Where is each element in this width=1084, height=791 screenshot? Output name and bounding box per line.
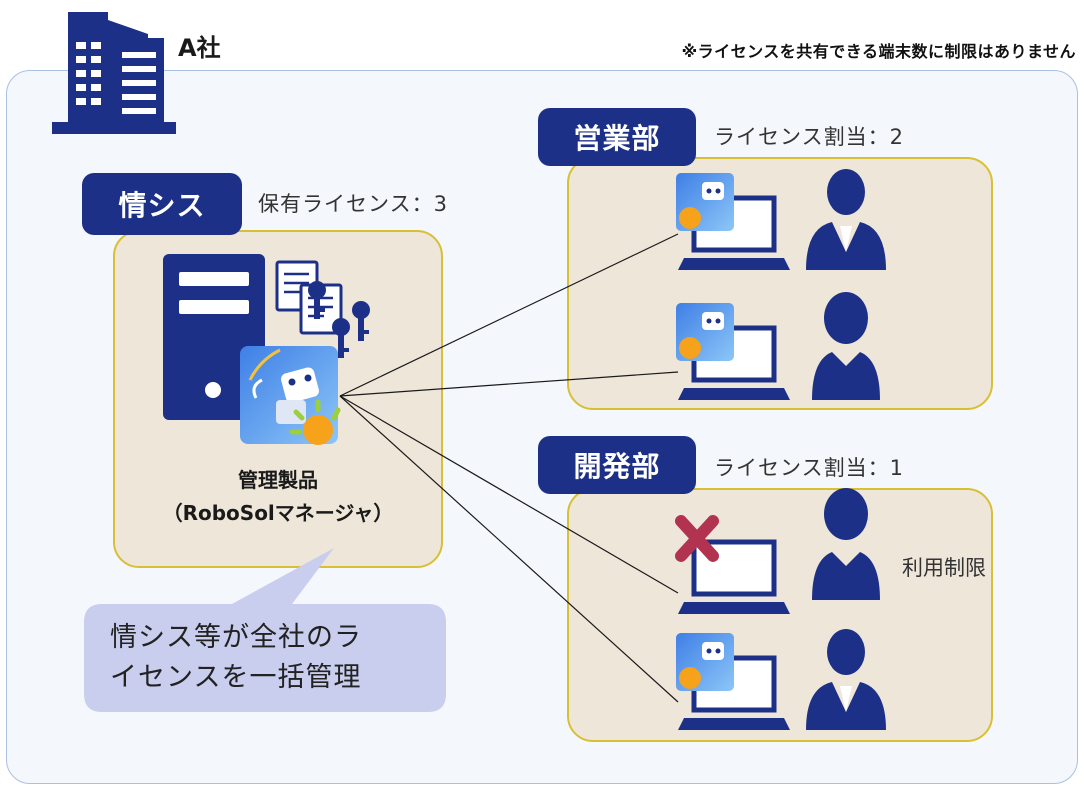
sales-dept-badge: 営業部 (538, 108, 696, 166)
it-license-count: 保有ライセンス：3 (258, 192, 448, 216)
callout-line2: イセンスを一括管理 (110, 662, 362, 693)
restricted-label: 利用制限 (902, 556, 986, 580)
product-name-line2: （RoboSolマネージャ） (162, 501, 394, 525)
dev-license-count: ライセンス割当：1 (714, 456, 904, 480)
it-dept-badge: 情シス (82, 173, 242, 235)
sales-license-count: ライセンス割当：2 (714, 125, 904, 149)
dev-dept-box (567, 488, 993, 742)
product-name-line1: 管理製品 (238, 468, 318, 492)
businesswoman-icon (812, 292, 880, 400)
businessman-icon (806, 629, 886, 730)
businessman-icon (806, 169, 886, 270)
callout-line1: 情シス等が全社のラ (110, 622, 362, 653)
dev-dept-badge: 開発部 (538, 436, 696, 494)
sales-dept-box (567, 157, 993, 410)
laptop-icon (678, 539, 790, 614)
businesswoman-icon (812, 488, 880, 600)
company-name: A社 (178, 34, 221, 62)
license-note: ※ライセンスを共有できる端末数に制限はありません (681, 42, 1076, 61)
